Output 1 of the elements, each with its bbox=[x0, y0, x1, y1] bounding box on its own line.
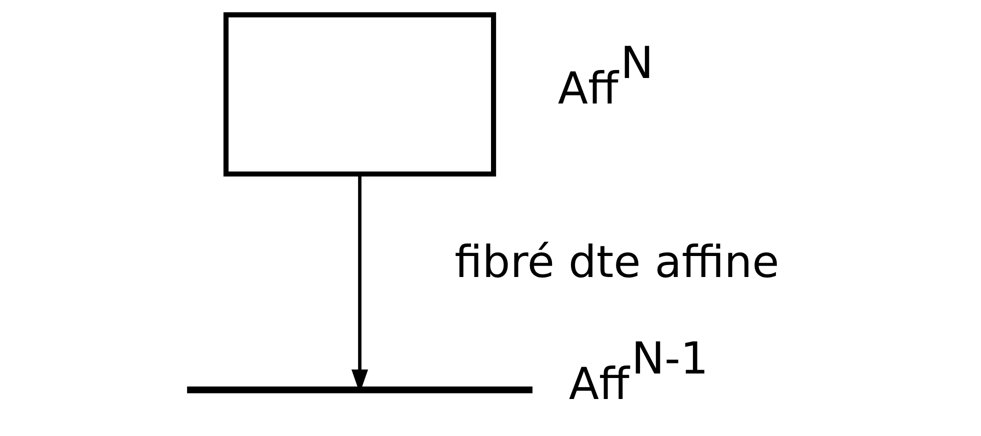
label: fibré dte affine bbox=[454, 236, 779, 288]
